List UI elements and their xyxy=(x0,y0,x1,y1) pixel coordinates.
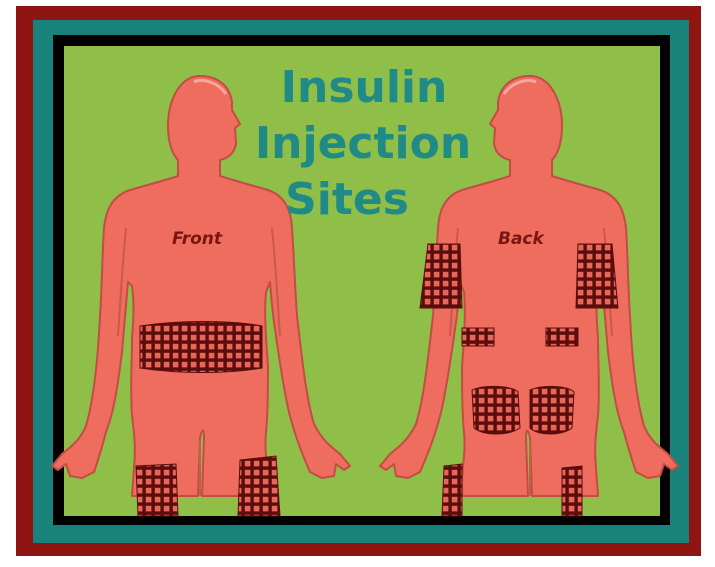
abdomen-injection-site xyxy=(140,322,262,373)
back-right-thigh-injection-site xyxy=(562,466,582,516)
title-line-3: Sites xyxy=(285,174,409,225)
back-right-lower-back-injection-site xyxy=(546,328,578,346)
back-left-thigh-injection-site xyxy=(442,464,462,516)
front-label: Front xyxy=(172,229,223,249)
back-right-buttock-injection-site xyxy=(530,386,574,434)
back-left-buttock-injection-site xyxy=(472,386,520,434)
back-left-upper-arm-injection-site xyxy=(420,244,462,308)
back-label: Back xyxy=(498,229,546,249)
back-left-lower-back-injection-site xyxy=(462,328,494,346)
title-line-2: Injection xyxy=(255,118,471,169)
front-right-thigh-injection-site xyxy=(238,456,280,516)
back-right-upper-arm-injection-site xyxy=(576,244,618,308)
title-line-1: Insulin xyxy=(281,62,448,113)
front-left-thigh-injection-site xyxy=(136,464,178,516)
